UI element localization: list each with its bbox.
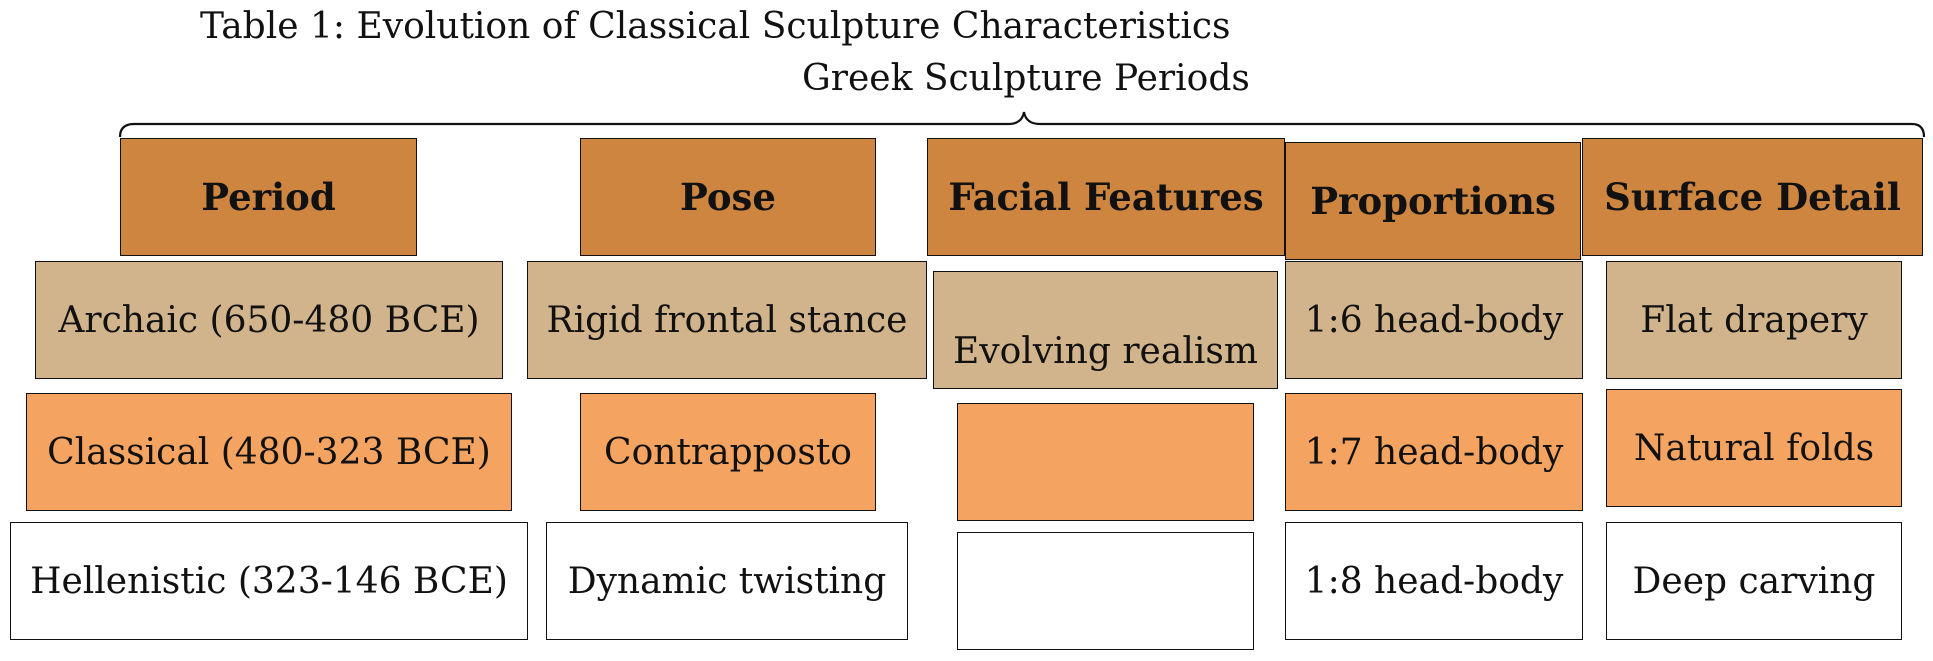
header-proportions: Proportions — [1285, 142, 1581, 260]
group-label: Greek Sculpture Periods — [802, 58, 1250, 99]
cell-hellenistic-proportions: 1:8 head-body — [1285, 522, 1583, 640]
cell-hellenistic-pose: Dynamic twisting — [546, 522, 908, 640]
table-caption: Table 1: Evolution of Classical Sculptur… — [200, 6, 1231, 47]
cell-hellenistic-period: Hellenistic (323-146 BCE) — [10, 522, 528, 640]
cell-archaic-surface: Flat drapery — [1606, 261, 1902, 379]
cell-archaic-facial: Evolving realism — [933, 271, 1278, 389]
cell-archaic-period: Archaic (650-480 BCE) — [35, 261, 503, 379]
header-surface-detail: Surface Detail — [1582, 138, 1923, 256]
cell-hellenistic-facial — [957, 532, 1254, 650]
cell-classical-period: Classical (480-323 BCE) — [26, 393, 512, 511]
cell-classical-facial — [957, 403, 1254, 521]
header-period: Period — [120, 138, 417, 256]
header-facial-features: Facial Features — [927, 138, 1285, 256]
cell-archaic-pose: Rigid frontal stance — [527, 261, 927, 379]
cell-archaic-proportions: 1:6 head-body — [1285, 261, 1583, 379]
cell-classical-proportions: 1:7 head-body — [1285, 393, 1583, 511]
brace-path — [118, 111, 1926, 138]
header-pose: Pose — [580, 138, 876, 256]
cell-classical-pose: Contrapposto — [580, 393, 876, 511]
cell-classical-surface: Natural folds — [1606, 389, 1902, 507]
cell-hellenistic-surface: Deep carving — [1606, 522, 1902, 640]
